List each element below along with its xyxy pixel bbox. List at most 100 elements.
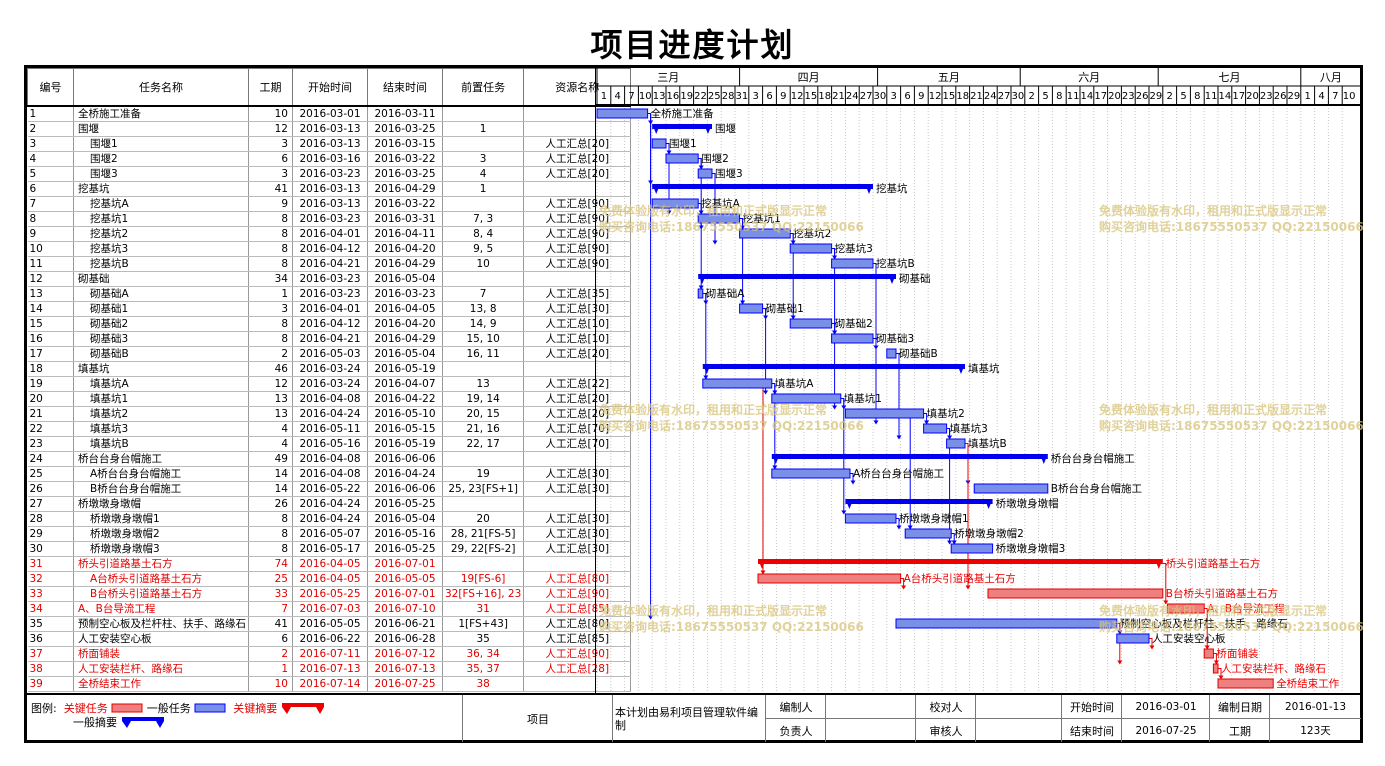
cell-end: 2016-03-25 <box>367 166 443 182</box>
cell-id: 34 <box>27 601 74 617</box>
cell-id: 25 <box>27 466 74 482</box>
col-header-pred[interactable]: 前置任务 <box>441 68 525 107</box>
cell-pred <box>442 136 525 152</box>
footer-note-cell: 本计划由易利项目管理软件编制 <box>612 695 766 742</box>
cell-duration: 8 <box>248 331 293 347</box>
cell-resource: 人工汇总[90] <box>523 256 632 272</box>
summary-bar <box>758 559 1163 564</box>
dependency-link <box>1162 563 1167 604</box>
cell-name: 人工安装栏杆、路缘石 <box>73 661 249 677</box>
cell-resource: 人工汇总[30] <box>523 481 632 497</box>
col-header-end[interactable]: 结束时间 <box>367 68 443 107</box>
dependency-arrow <box>907 525 913 530</box>
day-label: 29 <box>1288 91 1301 102</box>
col-header-id[interactable]: 编号 <box>27 68 74 107</box>
task-bar <box>665 153 699 164</box>
day-label: 28 <box>722 91 735 102</box>
day-label: 19 <box>680 91 693 102</box>
task-bar <box>789 243 833 254</box>
dependency-link <box>951 533 955 544</box>
col-header-duration[interactable]: 工期 <box>248 68 293 107</box>
cell-end: 2016-03-23 <box>367 286 443 302</box>
cell-name: 填基坑 <box>73 361 249 377</box>
cell-duration: 8 <box>248 541 293 557</box>
cell-pred: 1 <box>442 121 525 137</box>
summary-bar-right-cap <box>865 184 873 194</box>
summary-bar-right-cap <box>704 124 712 134</box>
cell-end: 2016-05-10 <box>367 406 443 422</box>
day-label: 15 <box>943 91 956 102</box>
dependency-link <box>790 233 794 319</box>
cell-name: 挖基坑 <box>73 181 249 197</box>
page-title: 项目进度计划 <box>590 26 795 64</box>
day-label: 31 <box>736 91 749 102</box>
day-label: 1 <box>601 91 607 102</box>
cell-duration: 6 <box>248 151 293 167</box>
bar-label: 填基坑3 <box>950 422 988 435</box>
task-bar <box>831 258 874 269</box>
cell-name: 填基坑3 <box>73 421 249 437</box>
cell-pred: 3 <box>442 151 525 167</box>
cell-pred: 20, 15 <box>442 406 525 422</box>
footer-start-label: 开始时间 <box>1062 695 1122 719</box>
cell-id: 8 <box>27 211 74 227</box>
cell-pred: 15, 10 <box>442 331 525 347</box>
cell-duration: 13 <box>248 391 293 407</box>
cell-duration: 1 <box>248 661 293 677</box>
bar-label: 挖基坑 <box>876 182 908 195</box>
cell-start: 2016-06-22 <box>292 631 368 647</box>
cell-name: 砌基础1 <box>73 301 249 317</box>
cell-id: 14 <box>27 301 74 317</box>
cell-name: 砌基础B <box>73 346 249 362</box>
col-header-resource[interactable]: 资源名称 <box>523 68 632 107</box>
day-label: 17 <box>1094 91 1107 102</box>
col-header-name[interactable]: 任务名称 <box>73 68 249 107</box>
col-header-start[interactable]: 开始时间 <box>292 68 368 107</box>
day-label: 15 <box>805 91 818 102</box>
cell-name: 填基坑1 <box>73 391 249 407</box>
cell-name: 挖基坑A <box>73 196 249 212</box>
dependency-arrow <box>760 570 766 575</box>
cell-end: 2016-04-29 <box>367 331 443 347</box>
cell-start: 2016-03-23 <box>292 286 368 302</box>
